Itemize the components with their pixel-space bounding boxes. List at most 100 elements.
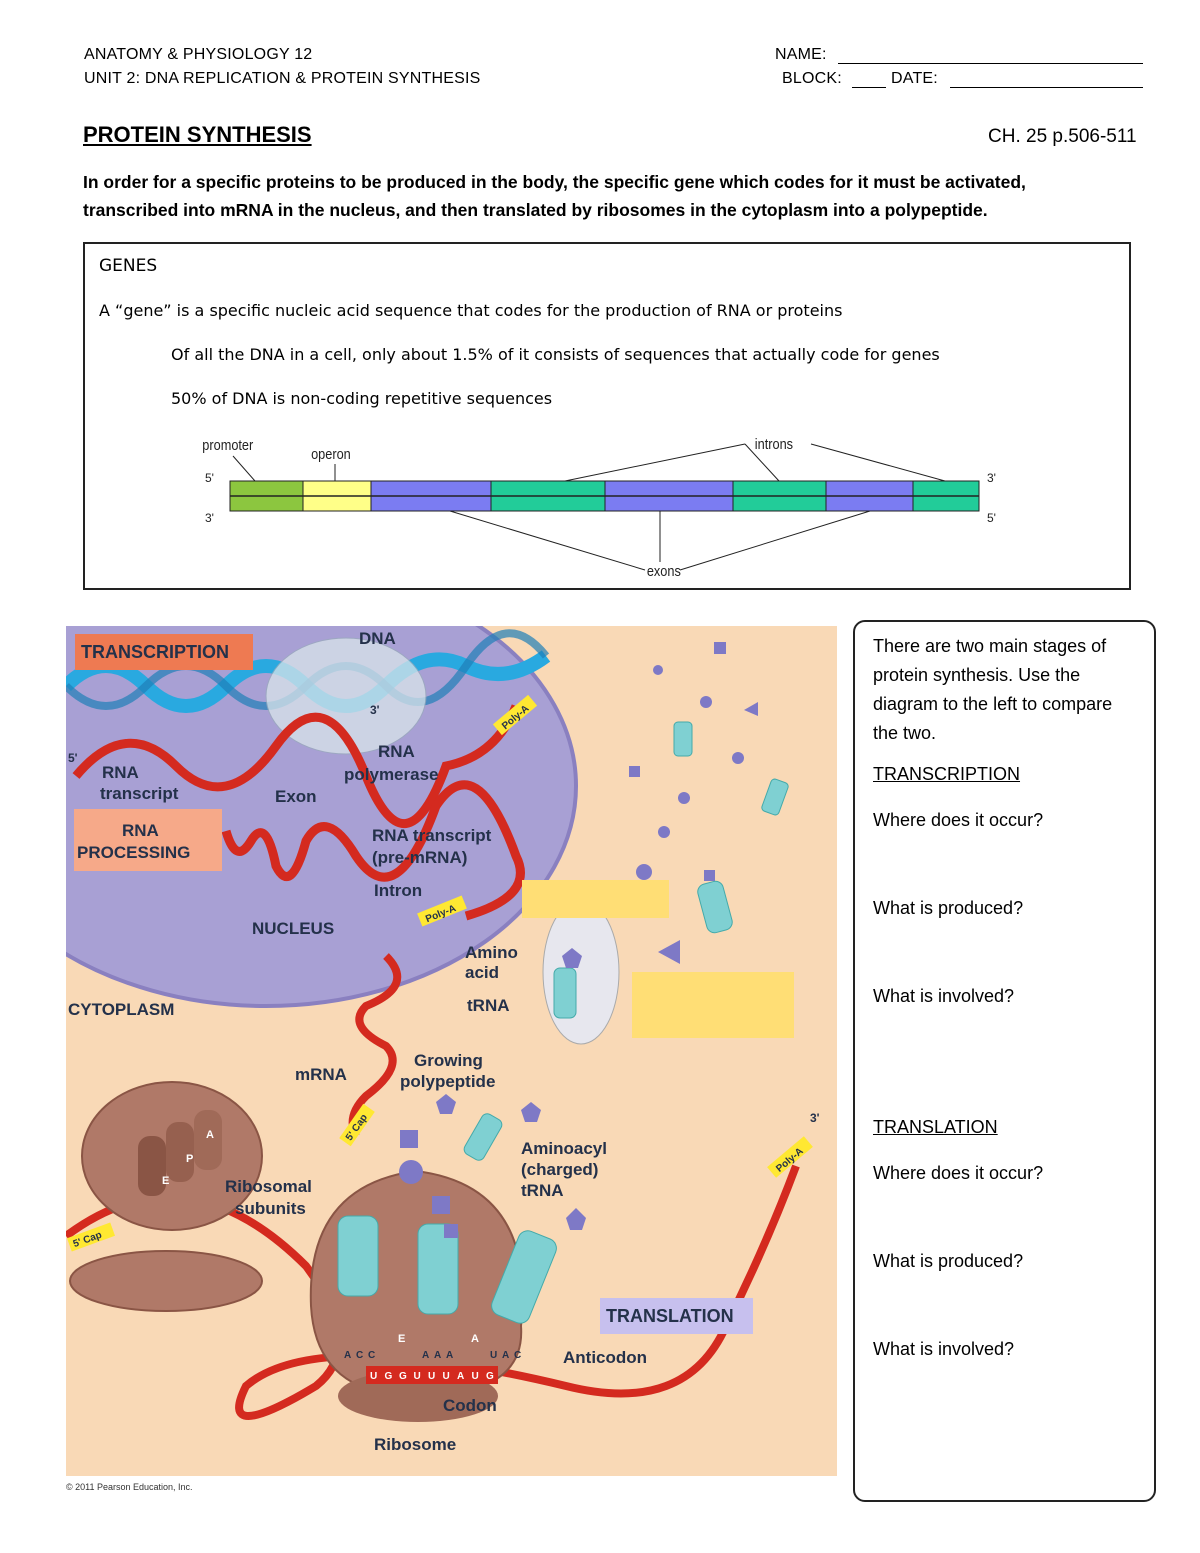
translation-produced-question: What is produced? [873, 1251, 1024, 1271]
five-prime-bottom-right: 5' [987, 511, 996, 525]
translation-where-question: Where does it occur? [873, 1163, 1044, 1183]
copyright: © 2011 Pearson Education, Inc. [66, 1482, 193, 1492]
exon-label: Exon [275, 787, 317, 806]
amino-acid-in-enzyme [562, 948, 582, 968]
codon-base: U [472, 1371, 479, 1382]
rna-processing-label-line-2: PROCESSING [77, 843, 190, 862]
p-site [166, 1122, 194, 1182]
aminoacyl-trna-label-line-3: tRNA [521, 1181, 564, 1200]
genes-box: GENES A “gene” is a specific nucleic aci… [83, 242, 1131, 590]
introns-label: introns [755, 435, 793, 452]
block-label: BLOCK: [782, 70, 842, 87]
trna-in-enzyme [553, 967, 577, 1019]
codon-label: Codon [443, 1396, 497, 1415]
anticodon-base-a: U [490, 1350, 497, 1361]
protein-synthesis-illustration: TRANSCRIPTION RNA PROCESSING TRANSLATION… [66, 626, 820, 1454]
intro-line-1: In order for a specific proteins to be p… [83, 172, 1026, 192]
e-site-label: E [162, 1175, 169, 1187]
rna-transcript [72, 704, 521, 828]
coding-fact: Of all the DNA in a cell, only about 1.5… [171, 345, 940, 364]
gene-definition: A “gene” is a specific nucleic acid sequ… [99, 301, 843, 320]
ribosome-label: Ribosome [374, 1435, 456, 1454]
poly-a-tag [417, 895, 467, 927]
transcription-involved-question: What is involved? [873, 986, 1015, 1006]
a-site [194, 1110, 222, 1170]
blank-label-box[interactable] [632, 972, 794, 1038]
growing-polypeptide-label-line-2: polypeptide [400, 1072, 495, 1091]
anticodon-label: Anticodon [563, 1348, 647, 1367]
date-label: DATE: [891, 70, 938, 87]
five-prime-top: 5' [205, 471, 214, 485]
transcription-label-box [75, 634, 253, 670]
codon-base: G [399, 1371, 407, 1382]
anticodon-base-p: A [434, 1350, 441, 1361]
name-label: NAME: [775, 46, 827, 63]
ribosome-e-site-label: E [398, 1333, 405, 1345]
translation-heading: TRANSLATION [873, 1117, 998, 1137]
a-site-label: A [206, 1129, 214, 1141]
rna-transcript-label-line-2: transcript [100, 784, 179, 803]
codon-base: G [486, 1371, 494, 1382]
free-trna [673, 721, 789, 934]
growing-polypeptide [399, 1094, 586, 1238]
noncoding-fact: 50% of DNA is non-coding repetitive sequ… [171, 389, 553, 408]
anticodon-base-a: C [514, 1350, 521, 1361]
transcription-produced-question: What is produced? [873, 898, 1024, 918]
cytoplasm-label: CYTOPLASM [68, 1000, 174, 1019]
page-title: PROTEIN SYNTHESIS [83, 122, 312, 147]
codon-base: A [457, 1371, 464, 1382]
comparison-box: There are two main stages of protein syn… [853, 620, 1156, 1502]
blank-label-box[interactable] [522, 880, 669, 918]
pre-mrna [221, 780, 525, 921]
five-prime-cap-tag [66, 1222, 116, 1252]
anticodon-base-a: A [502, 1350, 509, 1361]
name-blank[interactable] [838, 63, 1143, 64]
rna-polymerase [265, 637, 427, 755]
ribosome-a-site-label: A [471, 1333, 479, 1345]
poly-a-tag [492, 694, 538, 736]
growing-polypeptide-label-line-1: Growing [414, 1051, 483, 1070]
pre-mrna-label-line-1: RNA transcript [372, 826, 492, 845]
codon-base: U [414, 1371, 421, 1382]
codon-base: U [370, 1371, 377, 1382]
translation-label: TRANSLATION [606, 1306, 734, 1326]
intro-line-2: transcribed into mRNA in the nucleus, an… [83, 200, 988, 220]
transcription-where-question: Where does it occur? [873, 810, 1044, 830]
unit-title: UNIT 2: DNA REPLICATION & PROTEIN SYNTHE… [84, 70, 481, 87]
rna-transcript-label-line-1: RNA [102, 763, 139, 782]
exons-label: exons [647, 562, 681, 579]
nucleus-label: NUCLEUS [252, 919, 334, 938]
dna-label: DNA [359, 629, 396, 648]
translation-involved-question: What is involved? [873, 1339, 1015, 1359]
anticodon-base-p: A [446, 1350, 453, 1361]
three-prime-label: 3' [370, 703, 380, 717]
ribosomal-subunits-label-line-1: Ribosomal [225, 1177, 312, 1196]
small-ribosomal-subunit [69, 1250, 263, 1312]
transcription-label: TRANSCRIPTION [81, 642, 229, 662]
amino-acid-label-line-1: Amino [465, 943, 518, 962]
aminoacyl-trna [463, 1113, 503, 1161]
p-site-label: P [186, 1153, 193, 1165]
rna-polymerase-label-line-1: RNA [378, 742, 415, 761]
mrna-strand [348, 953, 402, 1138]
rna-processing-label-box [74, 809, 222, 871]
promoter-label: promoter [202, 436, 253, 453]
anticodon-base-p: A [422, 1350, 429, 1361]
poly-a-tag [767, 1136, 813, 1178]
trna-p-site [417, 1223, 459, 1315]
block-blank[interactable] [852, 87, 886, 88]
amino-acid-particles [629, 642, 758, 964]
codon-base: U [428, 1371, 435, 1382]
transcription-heading: TRANSCRIPTION [873, 764, 1021, 784]
course-title: ANATOMY & PHYSIOLOGY 12 [84, 46, 313, 63]
date-blank[interactable] [950, 87, 1143, 88]
e-site [138, 1136, 166, 1196]
codon-strip [366, 1366, 498, 1384]
anticodon-base-e: C [368, 1350, 375, 1361]
gene-structure-diagram: promoter operon introns exons 5' 3' 3' 5… [202, 435, 996, 579]
chapter-reference: CH. 25 p.506-511 [988, 126, 1137, 147]
anticodon-base-e: A [344, 1350, 351, 1361]
rna-processing-label-line-1: RNA [122, 821, 159, 840]
five-prime-label: 5' [68, 751, 78, 765]
trna-a-site [491, 1230, 557, 1324]
